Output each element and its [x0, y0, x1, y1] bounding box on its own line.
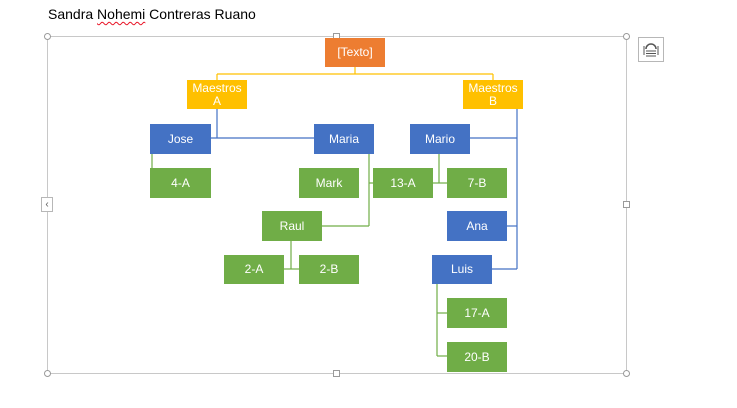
- teacher-node-mario[interactable]: Mario: [410, 124, 470, 154]
- resize-handle-top-left[interactable]: [44, 33, 51, 40]
- teacher-node-luis[interactable]: Luis: [432, 255, 492, 284]
- class-node-luis-1[interactable]: 17-A: [447, 298, 507, 328]
- class-node-maria[interactable]: 13-A: [373, 168, 433, 198]
- class-node-raul-2[interactable]: 2-B: [299, 255, 359, 284]
- layout-options-button[interactable]: [638, 37, 664, 62]
- resize-handle-top-right[interactable]: [623, 33, 630, 40]
- student-node-raul[interactable]: Raul: [262, 211, 322, 241]
- group-b-node[interactable]: Maestros B: [463, 80, 523, 109]
- class-node-luis-2[interactable]: 20-B: [447, 342, 507, 372]
- student-node-mark[interactable]: Mark: [299, 168, 359, 198]
- spelling-flagged-word[interactable]: Nohemi: [97, 6, 146, 22]
- group-a-line2: A: [212, 93, 221, 108]
- class-node-raul-1[interactable]: 2-A: [224, 255, 284, 284]
- resize-handle-right[interactable]: [623, 201, 630, 208]
- group-b-line1: Maestros: [468, 80, 518, 95]
- layout-options-icon: [643, 43, 659, 57]
- author-name-part: Contreras Ruano: [145, 6, 256, 22]
- group-a-line1: Maestros: [192, 80, 242, 95]
- root-node[interactable]: [Texto]: [325, 38, 385, 67]
- chevron-left-icon: ‹: [45, 199, 49, 210]
- teacher-node-jose[interactable]: Jose: [150, 124, 211, 154]
- document-text-line[interactable]: Sandra Nohemi Contreras Ruano: [48, 6, 256, 22]
- teacher-node-maria[interactable]: Maria: [314, 124, 374, 154]
- group-a-node[interactable]: Maestros A: [187, 80, 247, 109]
- class-node-jose[interactable]: 4-A: [150, 168, 211, 198]
- resize-handle-bottom-left[interactable]: [44, 370, 51, 377]
- resize-handle-bottom[interactable]: [333, 370, 340, 377]
- text-pane-toggle[interactable]: ‹: [41, 197, 53, 212]
- teacher-node-ana[interactable]: Ana: [447, 211, 507, 241]
- author-name-part: Sandra: [48, 6, 98, 22]
- class-node-mario[interactable]: 7-B: [447, 168, 507, 198]
- group-b-line2: B: [488, 93, 497, 108]
- resize-handle-bottom-right[interactable]: [623, 370, 630, 377]
